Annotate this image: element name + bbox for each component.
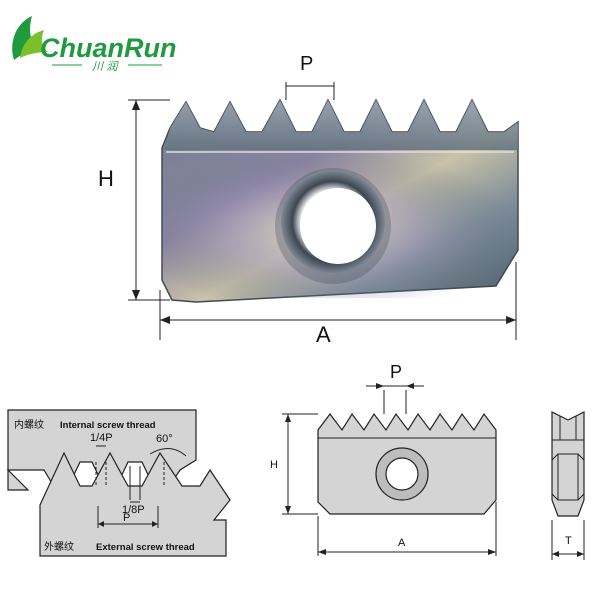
dim-length: A [159,262,517,347]
logo-wordmark: ChuanRun [40,33,176,63]
internal-label-cn: 内螺纹 [14,418,44,431]
chuanrun-logo: ChuanRun 川 润 [12,16,176,73]
external-thread-part [39,451,231,557]
angle-label: 60° [156,433,173,445]
insert-photo: P H A [98,53,519,347]
angle-arc [149,448,187,457]
pitch-label: P [300,53,313,75]
profile-pitch-label: P [123,512,130,524]
front-pitch-label: P [390,362,402,382]
length-label: A [316,322,331,347]
side-thickness-label: T [565,535,572,547]
side-view-details [551,439,585,501]
insert-thread-band [164,100,518,150]
external-label-cn: 外螺纹 [44,540,74,553]
leaf-icon [12,16,48,60]
height-label: H [98,166,114,191]
hole-bore [300,188,376,264]
front-view-hole-inner [385,457,419,491]
logo-subtitle: 川 润 [92,60,119,73]
external-label-en: External screw thread [96,542,195,553]
front-length-label: A [398,537,406,549]
internal-label-en: Internal screw thread [60,420,156,431]
dim-height: H [98,99,170,301]
dim-pitch-top: P [285,53,335,100]
quarter-pitch-label: 1/4P [90,432,113,444]
front-view-drawing: P H A [270,362,497,556]
front-height-label: H [270,459,278,471]
side-view-drawing: T [551,411,585,560]
eighth-pitch-label: 1/8P [122,504,145,516]
thread-profile-diagram: 1/4P 60° 1/8P P 内螺纹 Internal screw threa… [6,409,231,557]
